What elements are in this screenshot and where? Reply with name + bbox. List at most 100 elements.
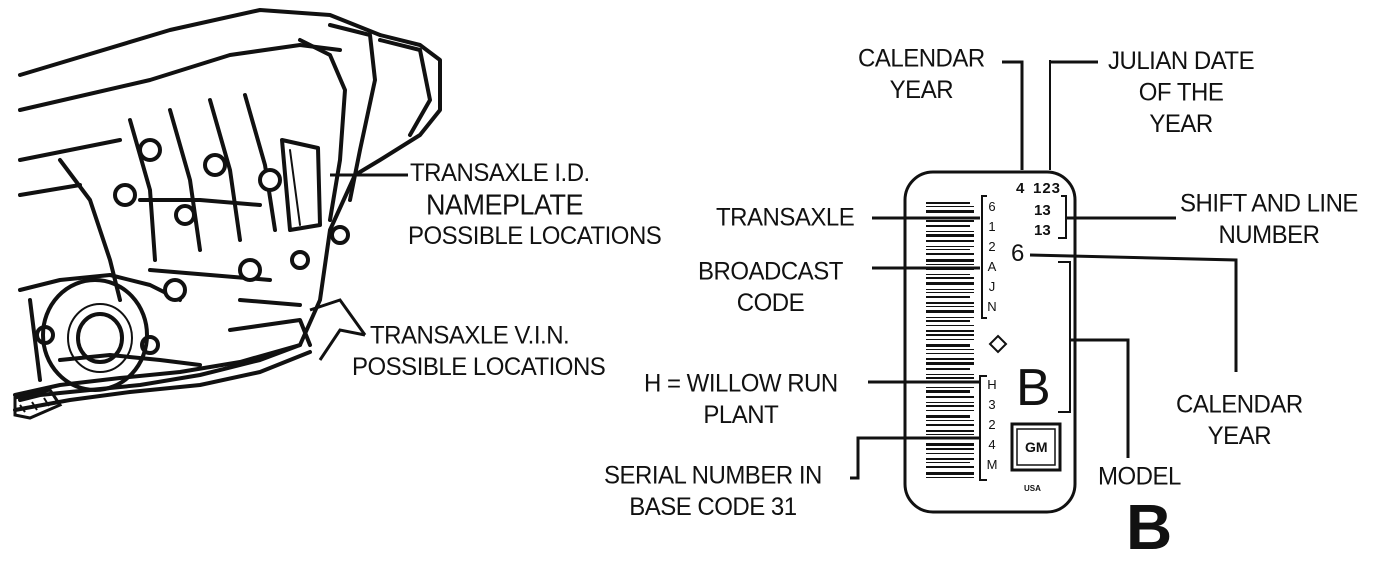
barcode-bar — [926, 225, 970, 227]
barcode-bar — [926, 396, 974, 398]
barcode-bar — [926, 306, 974, 307]
tag-shift-code-2: 13 — [1034, 222, 1051, 239]
transaxle-vin-line: TRANSAXLE V.I.N. — [370, 321, 570, 350]
shift-line-label: SHIFT AND LINE NUMBER — [1180, 189, 1358, 252]
barcode-bar — [926, 349, 974, 350]
transaxle-label: TRANSAXLE — [716, 202, 855, 234]
barcode-bar — [926, 353, 974, 354]
model-label: MODEL — [1098, 461, 1181, 493]
barcode-bar — [926, 206, 974, 207]
label-line: OF THE — [1138, 78, 1224, 107]
barcode-bar — [926, 453, 974, 454]
barcode-bar — [926, 320, 970, 322]
barcode-bar — [926, 420, 974, 421]
label-line: CALENDAR — [858, 44, 985, 73]
label-line: CALENDAR — [1176, 390, 1303, 419]
tag-year-digit: 4 — [1016, 180, 1025, 197]
barcode-bar — [926, 240, 974, 242]
label-line: YEAR — [889, 76, 954, 105]
tag-country: USA — [1024, 484, 1041, 493]
transaxle-drawing — [13, 8, 442, 420]
barcode-bar — [926, 289, 974, 290]
tag-code-char: 4 — [988, 437, 996, 452]
transaxle-id-line: TRANSAXLE I.D. — [410, 158, 590, 188]
tag-code-char: 6 — [988, 199, 996, 214]
barcode-bar — [926, 466, 974, 468]
barcode-bar — [926, 434, 974, 435]
barcode-bar — [926, 472, 974, 475]
barcode-bar — [926, 302, 974, 304]
barcode-bar — [926, 443, 974, 446]
transaxle-id-label: TRANSAXLE I.D. NAMEPLATE POSSIBLE LOCATI… — [408, 158, 662, 253]
label-line: JULIAN DATE — [1108, 46, 1255, 76]
serial-number-label: SERIAL NUMBER IN BASE CODE 31 — [604, 461, 822, 524]
transaxle-id-line: NAMEPLATE — [426, 189, 584, 221]
barcode-bar — [926, 402, 974, 403]
transaxle-id-line: POSSIBLE LOCATIONS — [408, 221, 662, 251]
barcode-bar — [926, 264, 974, 265]
broadcast-code-label: BROADCAST CODE — [698, 257, 843, 320]
barcode-bar — [926, 246, 974, 247]
barcode-bar — [926, 210, 974, 213]
tag-code-char: M — [986, 457, 998, 472]
label-line: CODE — [736, 289, 805, 318]
barcode-bar — [926, 282, 974, 285]
barcode-bar — [926, 358, 974, 360]
barcode-bar — [926, 390, 970, 393]
barcode-bar — [926, 334, 974, 336]
barcode-bar — [926, 344, 970, 347]
label-line: MODEL — [1098, 462, 1181, 491]
barcode-bar — [926, 410, 974, 411]
tag-julian-digits: 123 — [1033, 180, 1062, 197]
barcode-bar — [926, 274, 970, 275]
tag-model-letter: B — [1016, 359, 1051, 417]
barcode-bar — [926, 362, 974, 365]
label-line: TRANSAXLE — [716, 203, 855, 232]
barcode-bar — [926, 448, 974, 450]
barcode-bar — [926, 415, 970, 418]
barcode-bar — [926, 234, 974, 237]
figure-letter: B — [1126, 491, 1173, 563]
transaxle-vin-line: POSSIBLE LOCATIONS — [352, 353, 606, 382]
tag-code-char: J — [988, 279, 996, 294]
barcode-bar — [926, 424, 974, 426]
barcode-bar — [926, 249, 970, 250]
barcode-bar — [926, 368, 970, 370]
label-line: SHIFT AND LINE — [1180, 189, 1358, 218]
tag-code-char: H — [987, 377, 997, 392]
barcode-bar — [926, 253, 974, 255]
tag-code-char: 3 — [988, 397, 996, 412]
label-line: BASE CODE 31 — [629, 493, 797, 522]
transaxle-vin-label: TRANSAXLE V.I.N. POSSIBLE LOCATIONS — [352, 321, 606, 384]
label-line: YEAR — [1149, 109, 1213, 139]
barcode-bar — [926, 405, 974, 407]
barcode-bar — [926, 317, 974, 318]
tag-code-char: 2 — [988, 417, 996, 432]
barcode-bar — [926, 259, 974, 262]
calendar-year-right-label: CALENDAR YEAR — [1176, 390, 1303, 453]
barcode-bar — [926, 387, 974, 388]
barcode-bar — [926, 374, 974, 375]
label-line: SERIAL NUMBER IN — [604, 461, 822, 490]
tag-shift-code-1: 13 — [1034, 202, 1051, 219]
barcode-bar — [926, 462, 970, 463]
barcode-bar — [926, 296, 970, 298]
barcode-bar — [926, 339, 974, 340]
label-line: H = WILLOW RUN — [644, 369, 838, 398]
tag-code-char: 2 — [988, 239, 996, 254]
barcode-bar — [926, 330, 974, 332]
barcode-bar — [926, 292, 974, 293]
barcode-bar — [926, 325, 974, 326]
label-line: NUMBER — [1218, 221, 1320, 250]
barcode-bar — [926, 310, 974, 313]
label-line: BROADCAST — [698, 257, 843, 286]
barcode-bar — [926, 377, 974, 379]
gm-logo: GM — [1025, 439, 1048, 455]
willow-run-label: H = WILLOW RUN PLANT — [644, 369, 838, 432]
barcode-bar — [926, 458, 974, 460]
barcode-bar — [926, 220, 974, 222]
label-line: PLANT — [703, 401, 779, 430]
calendar-year-top-label: CALENDAR YEAR — [858, 44, 985, 107]
barcode-bar — [926, 477, 974, 478]
